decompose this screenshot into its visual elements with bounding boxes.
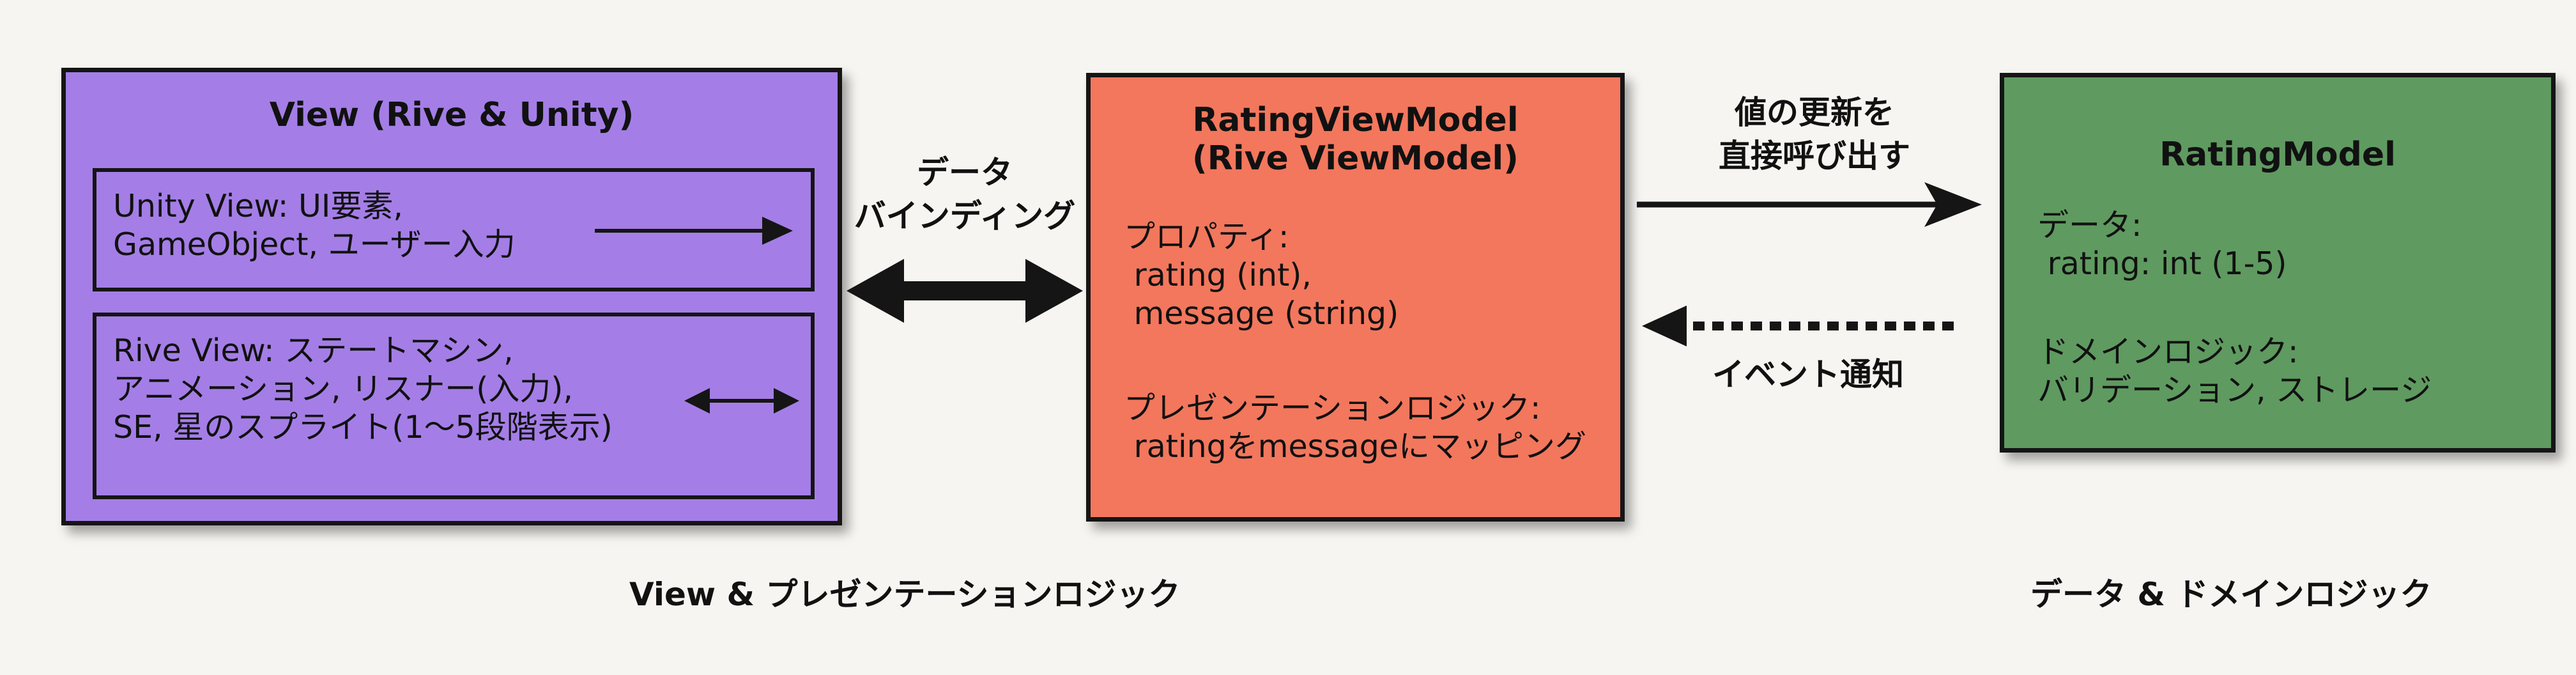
unity-view-line-1: Unity View: UI要素,	[113, 188, 403, 224]
domain-logic-item: バリデーション, ストレージ	[2037, 372, 2432, 408]
viewmodel-box: RatingViewModel(Rive ViewModel) プロパティ: r…	[1086, 73, 1625, 522]
presentation-logic-item: ratingをmessageにマッピング	[1133, 428, 1586, 465]
data-heading: データ:	[2037, 207, 2142, 244]
rive-double-arrow-icon	[684, 388, 799, 414]
model-box: RatingModel データ: rating: int (1-5) ドメインロ…	[2000, 73, 2556, 453]
rive-view-text: Rive View: ステートマシン, アニメーション, リスナー(入力), S…	[113, 332, 613, 447]
model-box-title: RatingModel	[2159, 136, 2396, 174]
view-box-title: View (Rive & Unity)	[269, 96, 634, 134]
model-data: データ: rating: int (1-5)	[2037, 206, 2287, 283]
model-domain-logic: ドメインロジック: バリデーション, ストレージ	[2037, 333, 2432, 410]
viewmodel-properties: プロパティ: rating (int), message (string)	[1124, 218, 1399, 333]
event-notify-arrow-icon	[1642, 306, 1961, 346]
section-label-view-presentation: View & プレゼンテーションロジック	[629, 576, 1181, 613]
property-message: message (string)	[1133, 295, 1399, 332]
rive-view-line-1: Rive View: ステートマシン,	[113, 332, 514, 369]
direct-call-arrow-icon	[1637, 182, 1982, 227]
viewmodel-logic: プレゼンテーションロジック: ratingをmessageにマッピング	[1124, 389, 1586, 466]
view-box: View (Rive & Unity) Unity View: UI要素, Ga…	[61, 68, 842, 525]
domain-logic-heading: ドメインロジック:	[2037, 334, 2299, 370]
unity-right-arrow-icon	[595, 217, 793, 245]
rive-view-box: Rive View: ステートマシン, アニメーション, リスナー(入力), S…	[93, 313, 815, 499]
rive-view-line-2: アニメーション, リスナー(入力),	[113, 371, 574, 407]
unity-view-box: Unity View: UI要素, GameObject, ユーザー入力	[93, 168, 815, 291]
presentation-logic-heading: プレゼンテーションロジック:	[1124, 390, 1541, 426]
binding-double-arrow-icon	[847, 259, 1083, 323]
viewmodel-box-title: RatingViewModel(Rive ViewModel)	[1091, 101, 1620, 178]
rive-view-line-3: SE, 星のスプライト(1〜5段階表示)	[113, 409, 613, 446]
direct-call-label: 値の更新を 直接呼び出す	[1719, 94, 1910, 175]
unity-view-line-2: GameObject, ユーザー入力	[113, 226, 516, 263]
data-item-rating: rating: int (1-5)	[2047, 245, 2287, 282]
binding-label: データ バインディング	[854, 154, 1076, 235]
unity-view-text: Unity View: UI要素, GameObject, ユーザー入力	[113, 187, 516, 264]
property-rating: rating (int),	[1133, 257, 1312, 293]
section-label-data-domain: データ & ドメインロジック	[2030, 576, 2432, 613]
viewmodel-title-line-2: (Rive ViewModel)	[1192, 139, 1519, 178]
viewmodel-title-line-1: RatingViewModel	[1192, 101, 1519, 139]
properties-heading: プロパティ:	[1124, 219, 1289, 255]
event-label: イベント通知	[1712, 356, 1904, 393]
